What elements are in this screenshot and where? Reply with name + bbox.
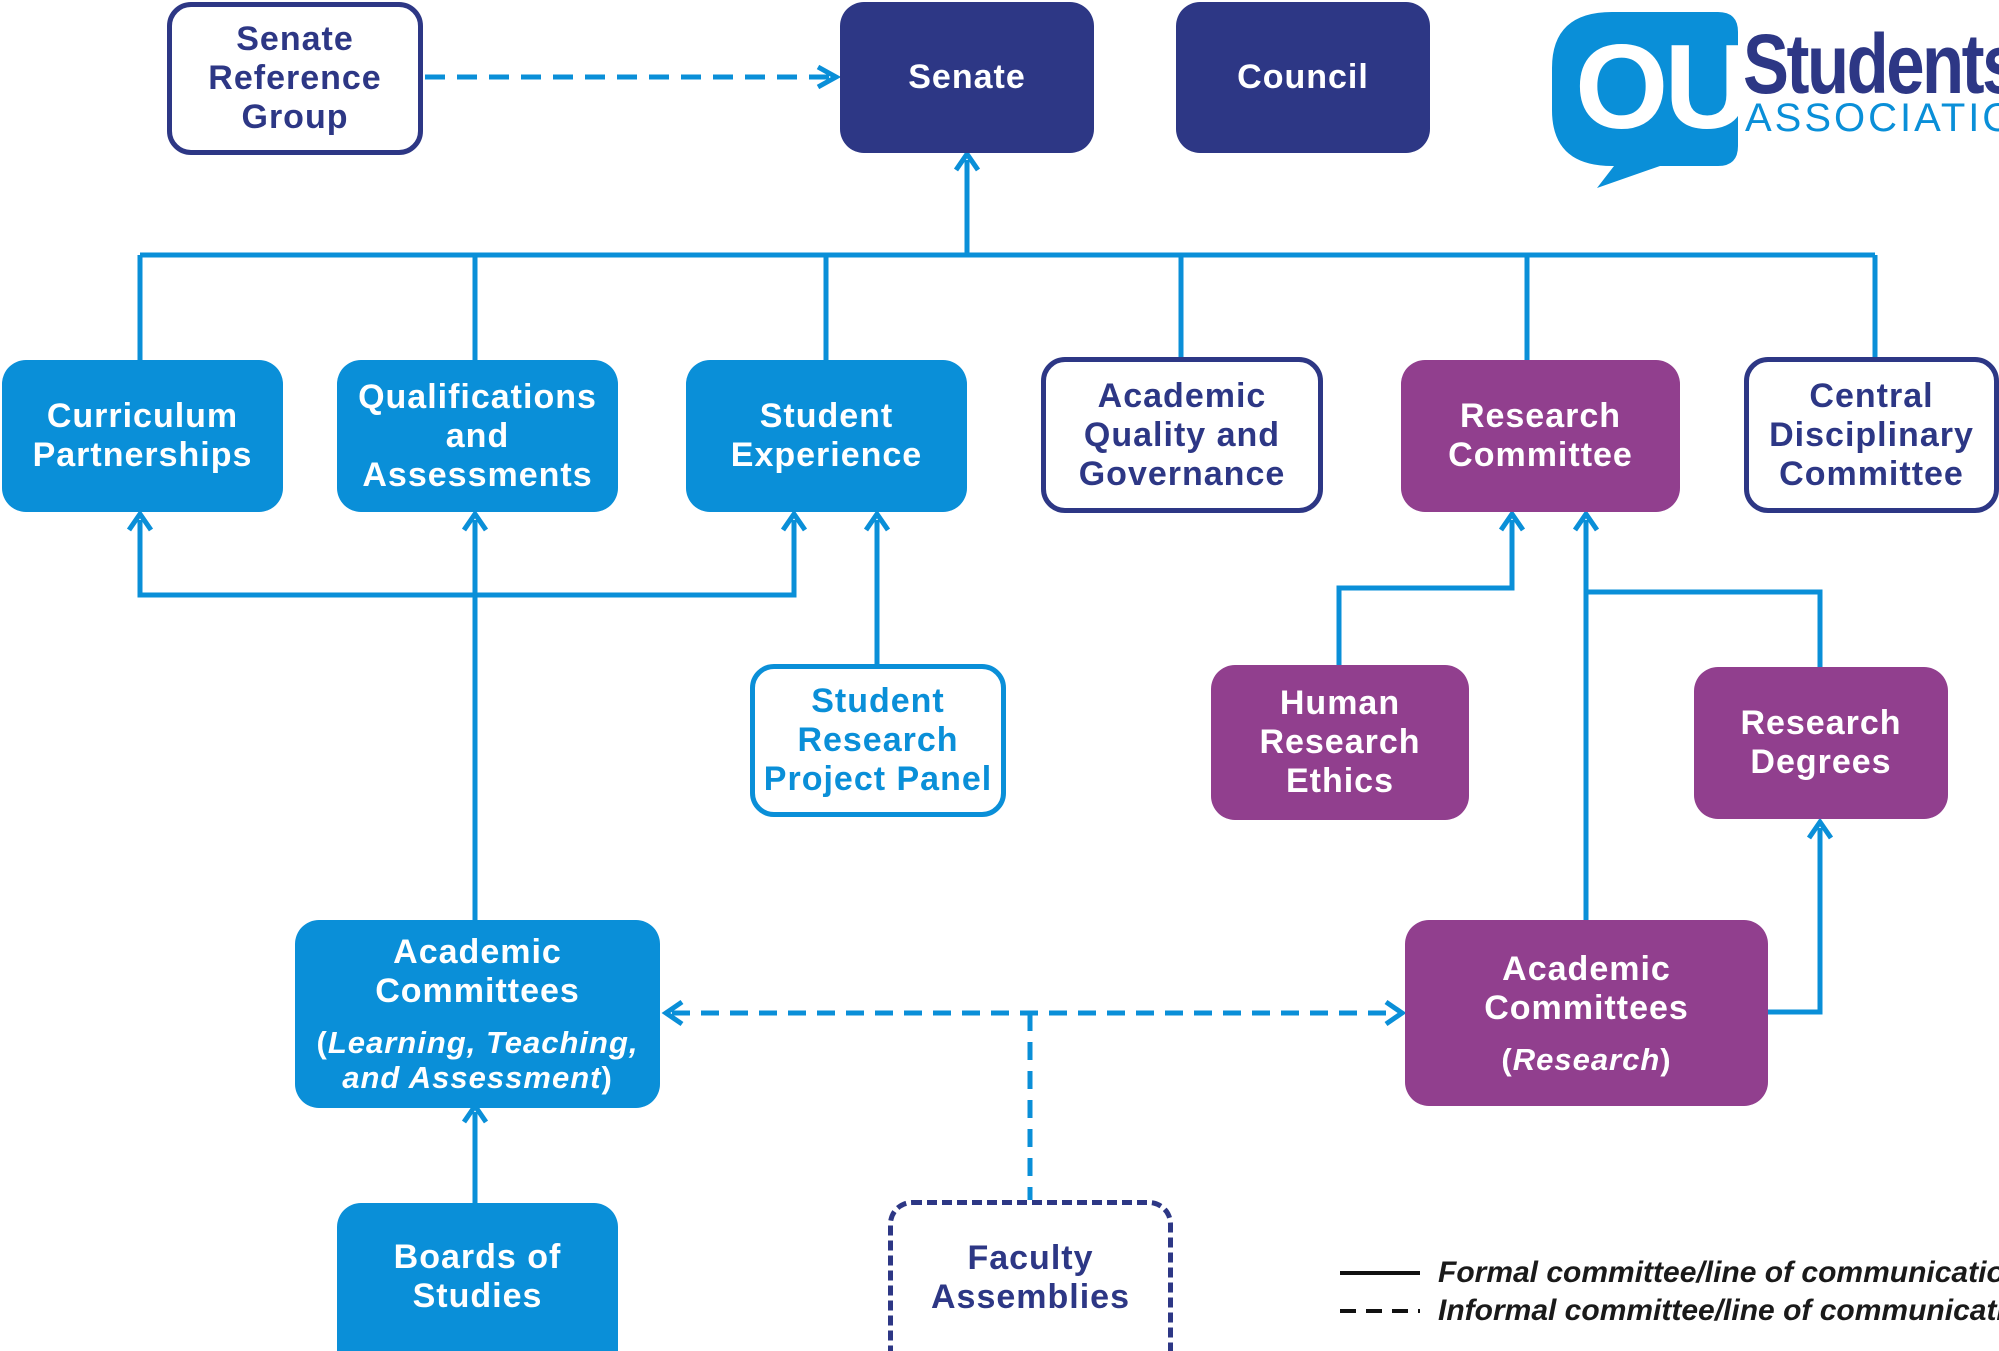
label-line: Research <box>1459 397 1622 435</box>
label-line: Central <box>1809 376 1934 415</box>
student-research-project-panel-box: Student Research Project Panel <box>750 664 1006 817</box>
label-line: Committee <box>1779 454 1964 493</box>
label-line: Studies <box>412 1277 543 1315</box>
logo-tagline: ASSOCIATION <box>1745 96 1999 140</box>
label-line: Assemblies <box>931 1278 1130 1316</box>
label-line: Committees <box>1484 988 1689 1027</box>
label-line: Student <box>811 682 945 720</box>
label-line: Human <box>1279 684 1401 722</box>
human-research-ethics-box: Human Research Ethics <box>1211 665 1469 820</box>
connector-branch-curriculum-student <box>137 520 797 598</box>
label-line: Council <box>1237 58 1369 96</box>
label-line: Senate <box>236 20 354 58</box>
label-line: Governance <box>1078 454 1286 493</box>
label-line: Committee <box>1448 436 1633 474</box>
label-line: Boards of <box>393 1238 562 1276</box>
label-line: Research <box>1259 723 1421 761</box>
research-committee-box: Research Committee <box>1401 360 1680 512</box>
label-line: Project Panel <box>763 760 993 798</box>
curriculum-partnerships-box: Curriculum Partnerships <box>2 360 283 512</box>
label-line: Curriculum <box>46 397 239 435</box>
legend-informal-label: Informal committee/line of communication <box>1438 1294 1999 1327</box>
senate-reference-group-box: Senate Reference Group <box>167 2 423 155</box>
label-line: Academic <box>1502 949 1671 988</box>
central-disciplinary-committee-box: Central Disciplinary Committee <box>1744 357 1999 513</box>
logo-bubble-icon <box>1552 12 1738 188</box>
arrowhead-senate-left <box>816 64 842 90</box>
label-line: Faculty <box>967 1239 1094 1277</box>
qualifications-assessments-box: Qualifications and Assessments <box>337 360 618 512</box>
logo-name: Students <box>1743 17 1999 111</box>
label-line: Group <box>241 98 349 136</box>
label-line: Research <box>1740 704 1902 742</box>
label-line: Academic <box>393 933 562 971</box>
label-line: Student <box>759 397 894 435</box>
label-line: Research <box>797 721 959 759</box>
label-line: Experience <box>730 436 923 474</box>
academic-committees-lta-subtitle: (Learning, Teaching,and Assessment) <box>316 1025 639 1095</box>
academic-committees-lta-box: Academic Committees (Learning, Teaching,… <box>295 920 660 1108</box>
faculty-assemblies-box: Faculty Assemblies <box>888 1200 1173 1351</box>
label-line: Quality and <box>1083 415 1281 454</box>
label-line: Degrees <box>1750 743 1892 781</box>
label-line: Committees <box>375 972 580 1010</box>
academic-committees-research-box: Academic Committees (Research) <box>1405 920 1768 1106</box>
logo-mark: OU <box>1575 20 1751 154</box>
boards-of-studies-box: Boards of Studies <box>337 1203 618 1351</box>
label-line: Reference <box>208 59 382 97</box>
label-line: Ethics <box>1285 762 1395 800</box>
label-line: Disciplinary <box>1769 415 1974 454</box>
label-line: Academic <box>1097 376 1267 415</box>
label-line: Assessments <box>362 455 593 494</box>
student-experience-box: Student Experience <box>686 360 967 512</box>
senate-box: Senate <box>840 2 1094 153</box>
label-line: Senate <box>908 58 1026 96</box>
connector-ethics-to-research <box>1336 520 1515 665</box>
connector-research-degrees-to-committee <box>1586 589 1823 667</box>
academic-quality-governance-box: Academic Quality and Governance <box>1041 357 1323 513</box>
council-box: Council <box>1176 2 1430 153</box>
connector-ac-research-to-degrees <box>1768 828 1823 1015</box>
arrowhead-senate-bottom <box>953 149 981 172</box>
label-line: Qualifications <box>358 377 597 416</box>
label-line: Partnerships <box>32 436 253 474</box>
label-line: and <box>445 416 510 455</box>
legend-formal-label: Formal committee/line of communication <box>1438 1256 1999 1289</box>
research-degrees-box: Research Degrees <box>1694 667 1948 819</box>
academic-committees-research-subtitle: (Research) <box>1501 1041 1672 1077</box>
